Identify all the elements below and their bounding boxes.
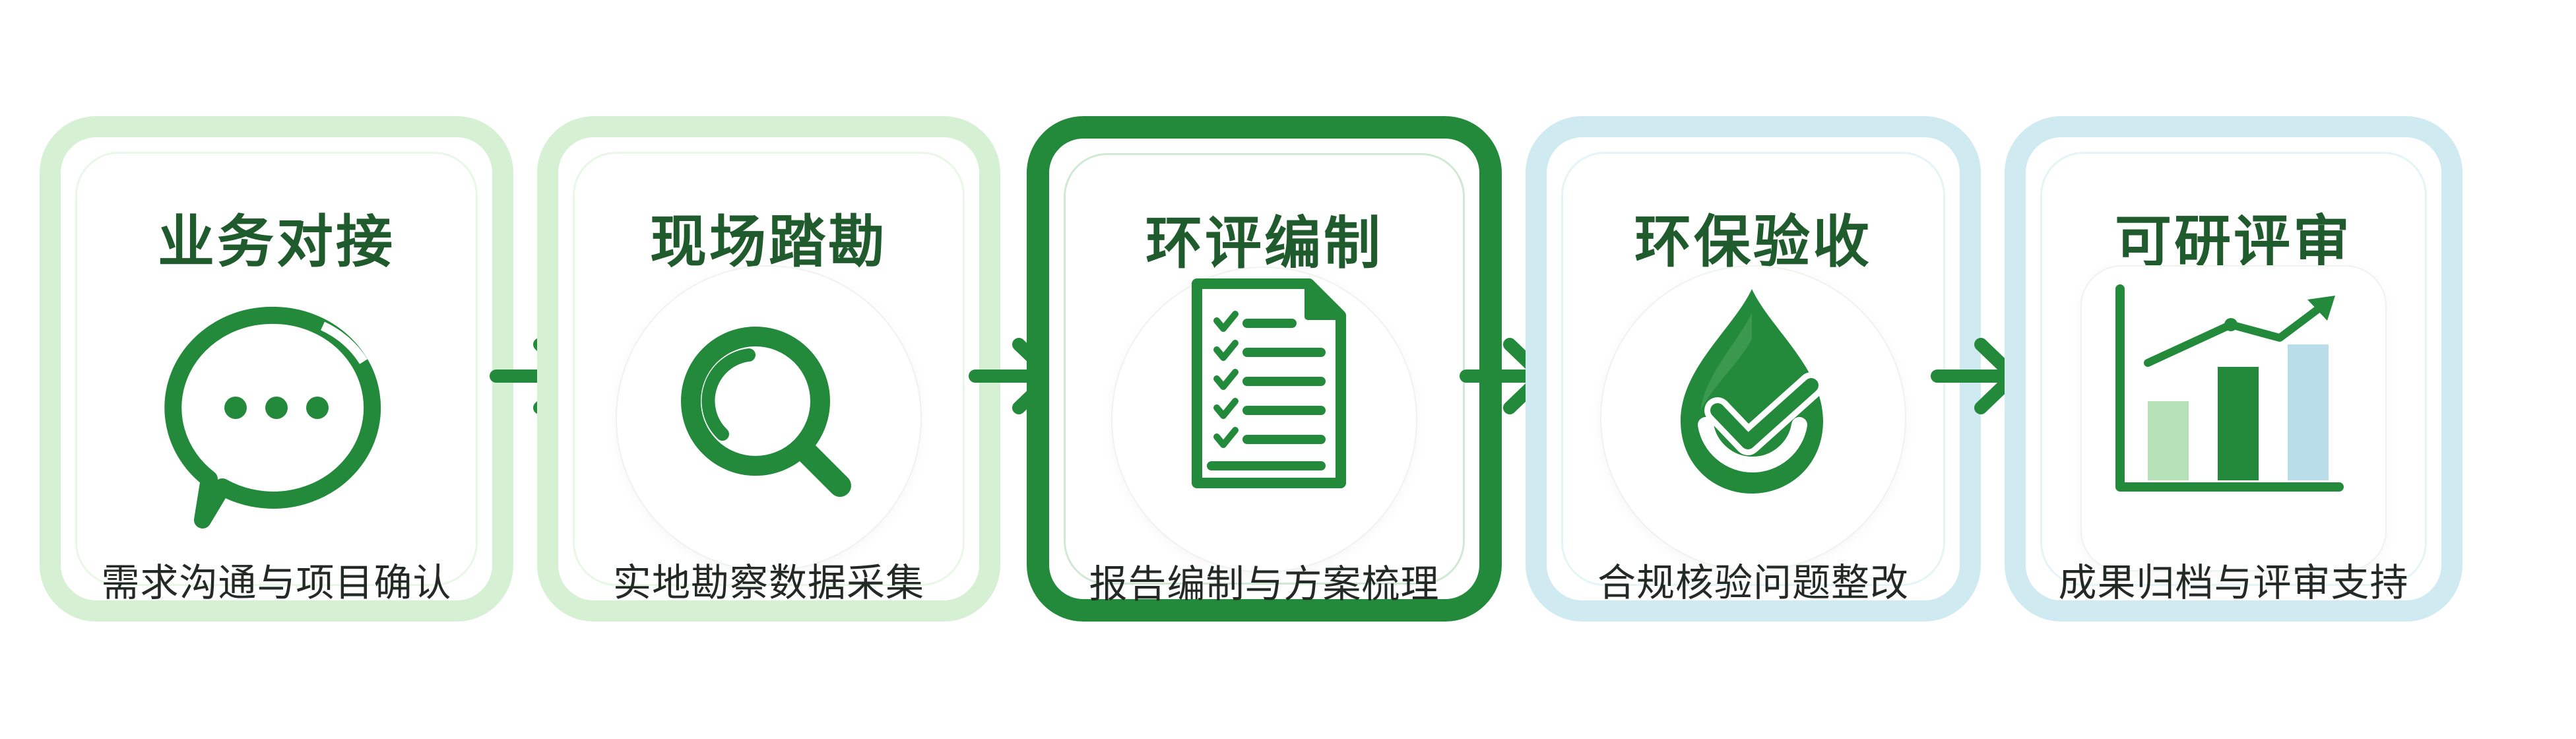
icon-halo: [617, 267, 920, 570]
step-subtitle: 报告编制与方案梳理: [1089, 562, 1440, 606]
step-subtitle: 合规核验问题整改: [1597, 560, 1909, 605]
step-title: 可研评审: [2115, 209, 2352, 275]
step-card-eia-preparation: 环评编制: [1027, 116, 1502, 622]
step-subtitle: 实地勘察数据采集: [612, 560, 924, 605]
step-card-feasibility-review: 可研评审 成果归档与评审支持: [2005, 116, 2463, 622]
step-title: 现场踏勘: [650, 209, 887, 275]
checklist-document-icon: [1112, 271, 1416, 548]
step-subtitle: 需求沟通与项目确认: [101, 560, 452, 605]
bar-chart-growth-icon: [2082, 269, 2385, 546]
step-card-business-liaison: 业务对接 需求沟通与项目确认: [40, 116, 513, 622]
chat-bubble-icon: [125, 269, 428, 546]
magnifier-icon: [617, 269, 920, 546]
step-subtitle: 成果归档与评审支持: [2058, 560, 2409, 605]
step-card-environmental-acceptance: 环保验收 合规核验问题整改: [1526, 116, 1981, 622]
step-card-inner: [75, 152, 478, 586]
step-title: 业务对接: [158, 209, 395, 275]
step-title: 环保验收: [1634, 209, 1872, 275]
step-card-site-survey: 现场踏勘 实地勘察数据采集: [537, 116, 1000, 622]
water-drop-check-icon: [1601, 269, 1905, 546]
step-title: 环评编制: [1145, 210, 1383, 276]
